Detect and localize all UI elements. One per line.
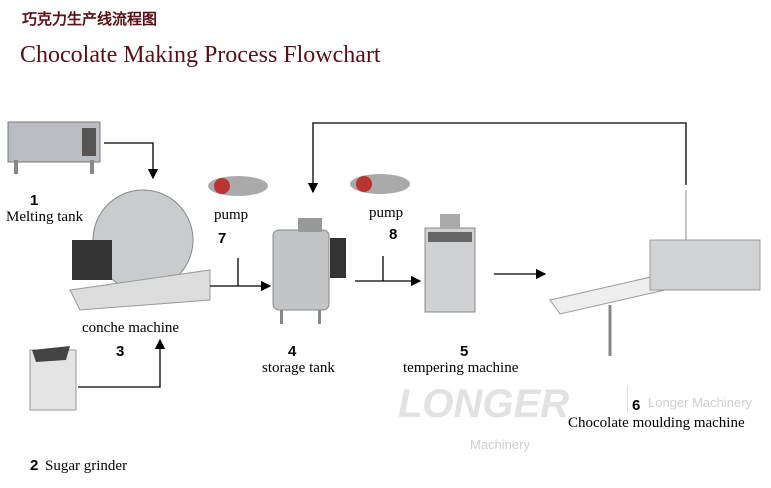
step-3-number: 3: [116, 343, 125, 360]
step-2-label: Sugar grinder: [45, 458, 128, 474]
moulding-machine-image: [549, 190, 761, 356]
title-english: Chocolate Making Process Flowchart: [20, 42, 381, 68]
step-4-label: storage tank: [262, 360, 335, 376]
watermark-divider: [627, 386, 628, 412]
melting-tank-image: [7, 121, 101, 174]
step-1-number: 1: [30, 192, 39, 209]
step-8-number: 8: [389, 226, 398, 243]
arrow-2-to-3: [78, 338, 166, 388]
step-4-number: 4: [288, 343, 297, 360]
pump-7-image: [208, 176, 268, 196]
watermark-line2: Machinery: [470, 437, 530, 452]
arrow-3-to-4: [237, 258, 272, 292]
pump-8-image: [350, 174, 410, 194]
sugar-grinder-image: [29, 346, 77, 411]
return-arrow-6-to-4: [307, 122, 687, 194]
arrow-1-to-3: [104, 142, 159, 180]
step-7-number: 7: [218, 230, 227, 247]
arrow-4-to-5: [382, 256, 422, 287]
tempering-machine-image: [424, 214, 476, 313]
storage-tank-image: [272, 218, 346, 324]
title-chinese: 巧克力生产线流程图: [22, 10, 158, 28]
step-6-number: 6: [632, 397, 641, 414]
conche-machine-image: [69, 189, 211, 311]
step-6-label: Chocolate moulding machine: [568, 415, 745, 431]
step-1-label: Melting tank: [6, 209, 84, 225]
step-5-number: 5: [460, 343, 469, 360]
watermark-logo: LONGER: [398, 382, 570, 426]
step-2-number: 2: [30, 457, 39, 474]
step-7-label: pump: [214, 207, 249, 223]
step-5-label: tempering machine: [403, 360, 519, 376]
step-3-label: conche machine: [82, 320, 180, 336]
step-8-label: pump: [369, 205, 404, 221]
watermark-line1: Longer Machinery: [648, 395, 753, 410]
